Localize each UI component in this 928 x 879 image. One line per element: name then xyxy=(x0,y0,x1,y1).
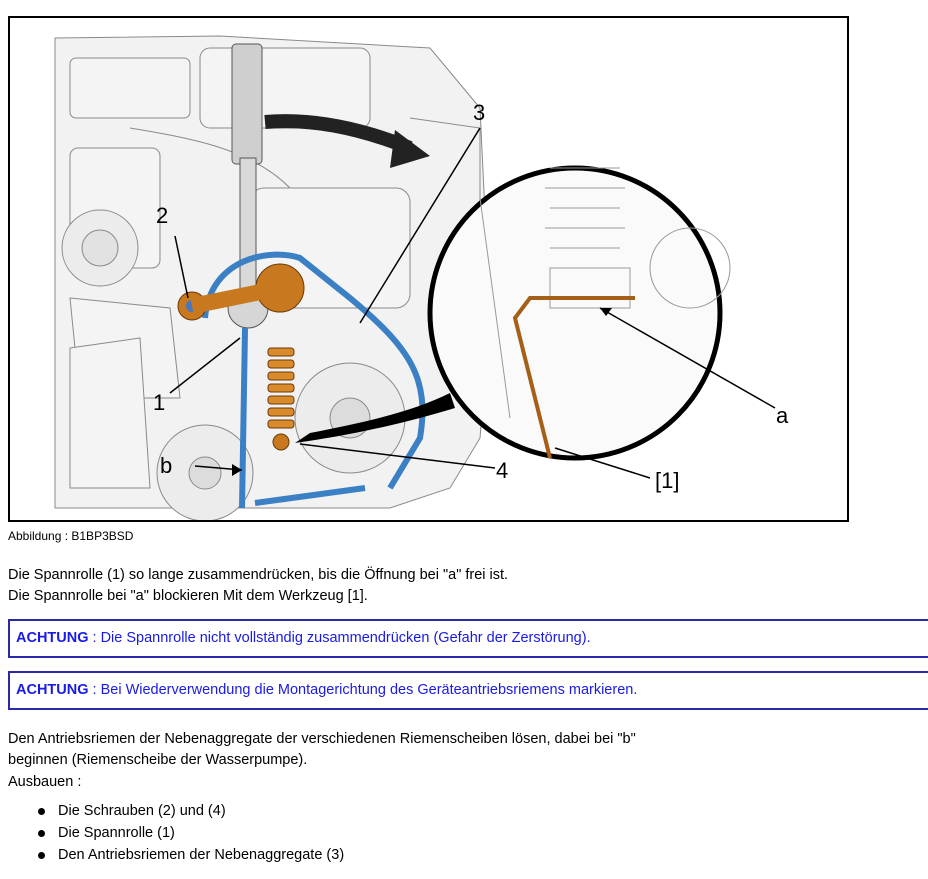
drive-belt xyxy=(202,251,426,509)
intro-line-1: Die Spannrolle (1) so lange zusammendrüc… xyxy=(8,567,509,583)
tensioner-assembly xyxy=(177,263,305,451)
rotation-arrow xyxy=(264,114,413,155)
warning-text: : Die Spannrolle nicht vollständig zusam… xyxy=(88,630,591,646)
instruction-heading: Ausbauen : xyxy=(8,774,82,790)
removal-steps-list: Die Schrauben (2) und (4) Die Spannrolle… xyxy=(8,800,344,866)
label-b: b xyxy=(160,453,172,478)
detail-circle xyxy=(295,165,731,461)
label-2: 2 xyxy=(156,203,168,228)
warning-box: ACHTUNG : Die Spannrolle nicht vollständ… xyxy=(8,619,928,658)
warning-keyword: ACHTUNG xyxy=(16,682,89,698)
bullet-icon xyxy=(38,852,45,859)
intro-line-2: Die Spannrolle bei "a" blockieren Mit de… xyxy=(8,588,368,604)
list-item: Die Spannrolle (1) xyxy=(8,822,344,844)
figure-frame: 2 3 1 4 a b [1] xyxy=(8,16,849,522)
instruction-line-2: beginnen (Riemenscheibe der Wasserpumpe)… xyxy=(8,752,308,768)
label-tool: [1] xyxy=(655,468,679,493)
warning-box: ACHTUNG : Bei Wiederverwendung die Monta… xyxy=(8,671,928,710)
label-a: a xyxy=(776,403,789,428)
label-3: 3 xyxy=(473,100,485,125)
bullet-icon xyxy=(38,808,45,815)
warning-text: : Bei Wiederverwendung die Montagerichtu… xyxy=(88,682,638,698)
figure-caption: Abbildung : B1BP3BSD xyxy=(8,529,134,543)
list-item: Die Schrauben (2) und (4) xyxy=(8,800,344,822)
list-item: Den Antriebsriemen der Nebenaggregate (3… xyxy=(8,844,344,866)
warning-keyword: ACHTUNG xyxy=(16,630,89,646)
label-4: 4 xyxy=(496,458,508,483)
engine-illustration: 2 3 1 4 a b [1] xyxy=(54,35,789,520)
instruction-line-1: Den Antriebsriemen der Nebenaggregate de… xyxy=(8,731,636,747)
label-1: 1 xyxy=(153,390,165,415)
bullet-icon xyxy=(38,830,45,837)
